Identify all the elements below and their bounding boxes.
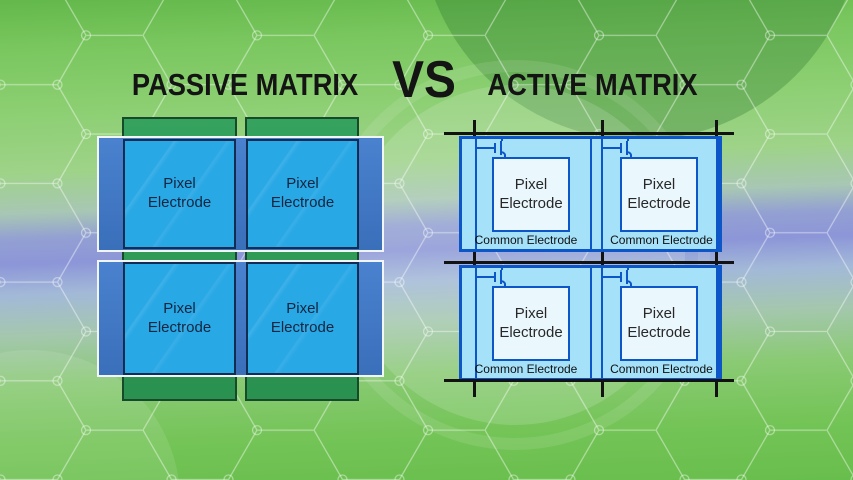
gate-line	[444, 379, 734, 382]
transistor-icon	[475, 268, 506, 287]
common-electrode-label: Common Electrode	[474, 233, 578, 247]
vs-label: VS	[392, 51, 456, 109]
cell-divider	[590, 139, 592, 249]
cell-divider	[590, 268, 592, 378]
passive-pixel-electrode: Pixel Electrode	[123, 139, 236, 249]
cell-data-line	[475, 139, 477, 249]
pixel-electrode-label: Pixel Electrode	[627, 175, 691, 212]
active-matrix-row: Pixel Electrode Pixel Electrode Common E…	[459, 265, 722, 381]
active-matrix-title: ACTIVE MATRIX	[487, 67, 698, 102]
gate-line	[444, 261, 734, 264]
active-pixel-electrode: Pixel Electrode	[492, 286, 570, 361]
pixel-electrode-label: Pixel Electrode	[499, 304, 563, 341]
active-pixel-electrode: Pixel Electrode	[492, 157, 570, 232]
passive-pixel-electrode: Pixel Electrode	[246, 262, 359, 375]
passive-pixel-electrode: Pixel Electrode	[123, 262, 236, 375]
common-electrode-label: Common Electrode	[474, 362, 578, 376]
transistor-icon	[601, 139, 632, 158]
cell-data-line	[601, 139, 603, 249]
common-electrode-label: Common Electrode	[610, 362, 713, 376]
pixel-electrode-label: Pixel Electrode	[147, 299, 212, 336]
data-line	[601, 120, 604, 397]
gate-line	[444, 132, 734, 135]
transistor-icon	[475, 139, 506, 158]
active-pixel-electrode: Pixel Electrode	[620, 286, 698, 361]
pixel-electrode-label: Pixel Electrode	[270, 175, 335, 211]
pixel-electrode-label: Pixel Electrode	[627, 304, 691, 341]
data-line	[715, 120, 718, 397]
pixel-electrode-label: Pixel Electrode	[499, 175, 563, 212]
cell-data-line	[601, 268, 603, 378]
pixel-electrode-label: Pixel Electrode	[270, 299, 335, 336]
transistor-icon	[601, 268, 632, 287]
cell-data-line	[475, 268, 477, 378]
data-line	[473, 120, 476, 397]
pixel-electrode-label: Pixel Electrode	[147, 175, 212, 211]
passive-matrix-title: PASSIVE MATRIX	[131, 67, 359, 102]
active-pixel-electrode: Pixel Electrode	[620, 157, 698, 232]
active-matrix-row: Pixel Electrode Pixel Electrode Common E…	[459, 136, 722, 252]
common-electrode-label: Common Electrode	[610, 233, 713, 247]
passive-pixel-electrode: Pixel Electrode	[246, 139, 359, 249]
